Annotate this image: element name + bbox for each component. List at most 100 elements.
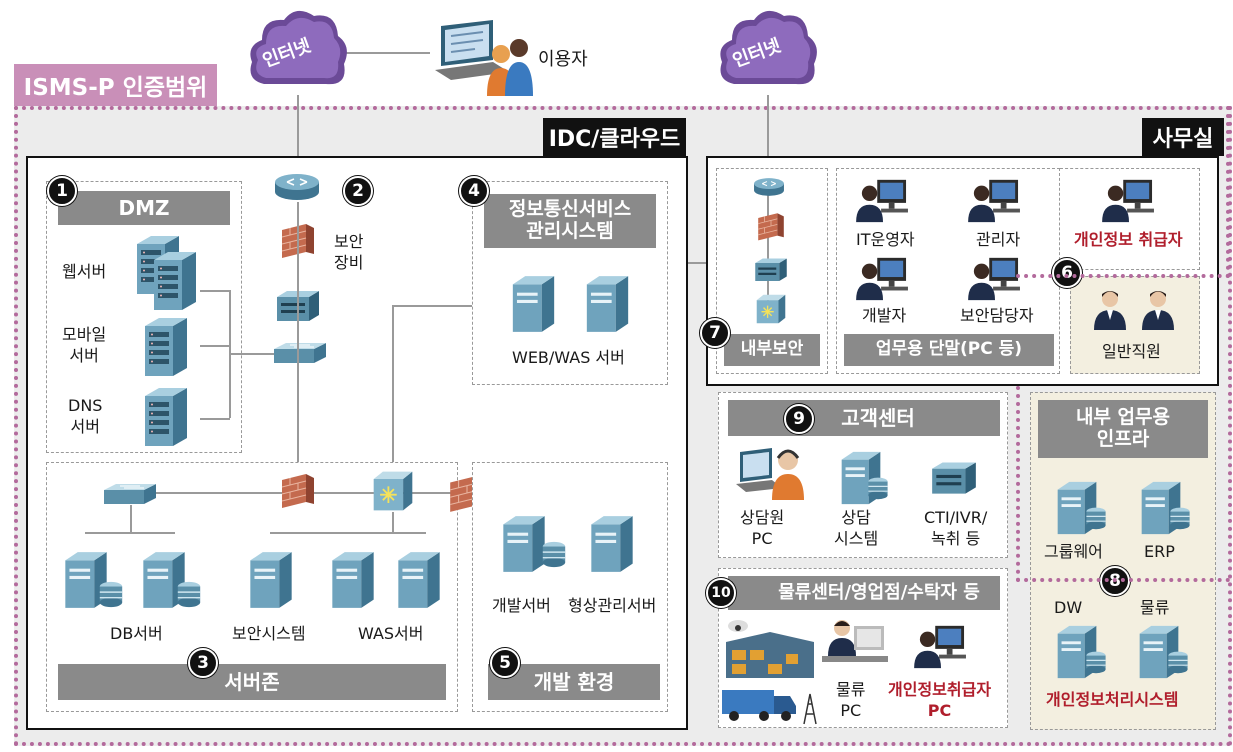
badge-10: 10: [706, 578, 736, 608]
web-server-label: 웹서버: [62, 262, 107, 281]
office-tab: 사무실: [1142, 118, 1224, 156]
was-server-icon: [327, 548, 379, 610]
security-system-label: 보안시스템: [232, 624, 306, 643]
scope-label: ISMS-P 인증범위: [14, 64, 217, 106]
agent-pc-icon: [736, 448, 804, 500]
pc-user-icon: [854, 176, 912, 224]
switch-icon: [100, 478, 160, 508]
database-icon: [1084, 650, 1108, 674]
cloud-icon: [250, 10, 347, 85]
web-was-label: WEB/WAS 서버: [512, 348, 625, 367]
internal-infra-title: 내부 업무용 인프라: [1038, 400, 1208, 458]
warehouse-truck-icon: [722, 620, 817, 725]
database-icon: [97, 580, 125, 608]
idc-cloud-tab: IDC/클라우드: [543, 118, 686, 156]
connector: [392, 512, 394, 534]
connector: [688, 262, 706, 264]
security-system-icon: [245, 548, 297, 610]
l3-switch-icon: [754, 292, 788, 326]
mobile-server-icon: [136, 314, 196, 379]
security-officer-label: 보안담당자: [960, 306, 1034, 325]
logistics-system-label: 물류: [1140, 598, 1170, 617]
connector: [392, 305, 394, 465]
agent-pc-label: 상담원 PC: [740, 508, 785, 548]
database-icon: [540, 540, 568, 568]
groupware-label: 그룹웨어: [1044, 542, 1103, 561]
scope-boundary-office-pi: [1016, 106, 1230, 278]
database-icon: [1168, 506, 1192, 530]
connector: [270, 532, 426, 534]
logistics-pc-label: 물류 PC: [836, 680, 866, 720]
pi-handler-pc-label: 개인정보취급자 PC: [888, 680, 992, 720]
l3-switch-icon: [370, 468, 416, 514]
connector: [392, 305, 472, 307]
dns-server-label: DNS 서버: [68, 396, 103, 436]
internal-security-title: 내부보안: [724, 334, 820, 366]
connector: [767, 95, 769, 185]
pc-user-icon: [854, 254, 912, 302]
pi-handler-label: 개인정보 취급자: [1074, 230, 1183, 249]
badge-7: 7: [700, 318, 730, 348]
badge-5: 5: [490, 648, 520, 678]
dw-label: DW: [1054, 598, 1083, 617]
web-was-server-icon: [506, 272, 561, 334]
router-icon: [272, 172, 322, 202]
general-staff-label: 일반직원: [1102, 342, 1161, 361]
pi-handler-pc-icon: [912, 622, 970, 670]
dev-server-label: 개발서버: [492, 596, 551, 615]
web-was-server-icon: [580, 272, 635, 334]
connector: [297, 95, 299, 175]
db-server-label: DB서버: [110, 624, 163, 643]
cloud-icon: [720, 10, 817, 85]
badge-9: 9: [784, 404, 814, 434]
database-icon: [175, 580, 203, 608]
connector: [297, 202, 299, 472]
connector: [200, 345, 230, 347]
switch-icon: [270, 337, 330, 367]
internet-cloud-left: 인터넷: [244, 6, 354, 105]
router-icon: [752, 176, 786, 198]
mobile-server-label: 모바일 서버: [62, 325, 107, 365]
cti-ivr-label: CTI/IVR/ 녹취 등: [924, 508, 988, 548]
pi-processing-system-label: 개인정보처리시스템: [1046, 690, 1179, 709]
was-server-icon: [393, 548, 445, 610]
erp-label: ERP: [1144, 542, 1175, 561]
config-mgmt-server-icon: [586, 512, 638, 574]
badge-2: 2: [343, 176, 373, 206]
database-icon: [866, 476, 890, 500]
server-zone-title: 서버존: [58, 664, 446, 700]
user-group: [435, 18, 535, 104]
dmz-zone: [46, 181, 242, 453]
logistics-pc-icon: [822, 620, 888, 662]
database-icon: [1166, 650, 1190, 674]
connector: [767, 185, 769, 315]
person-icon: [1138, 286, 1178, 330]
person-icon: [1090, 286, 1130, 330]
users-laptop-icon: [435, 20, 533, 96]
internet-cloud-right: 인터넷: [714, 6, 824, 105]
connector: [230, 353, 274, 355]
badge-3: 3: [188, 648, 218, 678]
appliance-icon: [752, 254, 790, 284]
badge-1: 1: [47, 176, 77, 206]
badge-6: 6: [1052, 258, 1082, 288]
cti-appliance-icon: [928, 456, 980, 498]
admin-label: 관리자: [976, 230, 1021, 249]
scope-boundary-infra-bottom: [1016, 578, 1230, 582]
office-terminals-title: 업무용 단말(PC 등): [844, 334, 1054, 366]
ics-mgmt-title: 정보통신서비스 관리시스템: [484, 194, 656, 248]
customer-center-title: 고객센터: [728, 400, 1000, 436]
consult-system-label: 상담 시스템: [834, 508, 879, 548]
connector: [330, 52, 430, 54]
was-server-label: WAS서버: [358, 624, 424, 643]
connector: [130, 492, 600, 494]
config-mgmt-server-label: 형상관리서버: [568, 596, 657, 615]
connector: [229, 290, 231, 418]
database-icon: [1084, 506, 1108, 530]
dev-env-title: 개발 환경: [488, 664, 660, 700]
web-server-icon: [145, 248, 205, 313]
dmz-title: DMZ: [58, 191, 230, 225]
connector: [200, 418, 230, 420]
firewall-icon: [755, 208, 787, 244]
user-label: 이용자: [538, 49, 588, 70]
